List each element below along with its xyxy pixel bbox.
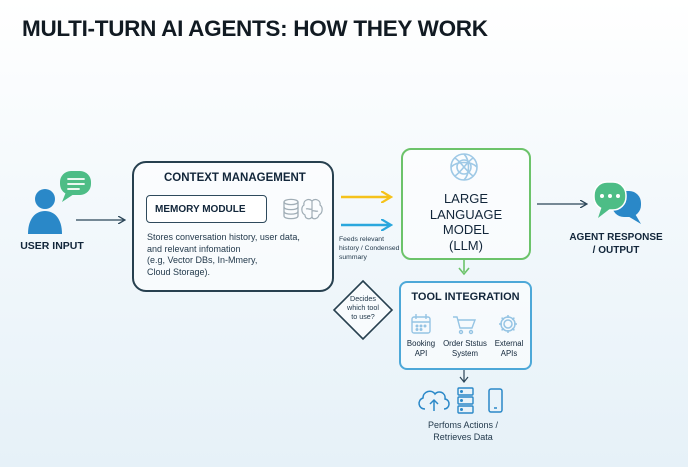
tool-label-order-status: Order Ststus System <box>443 339 487 358</box>
feed-note: Feeds relevant history / Condensed summa… <box>339 236 400 261</box>
context-management-box <box>132 161 334 292</box>
memory-module-box <box>146 195 267 223</box>
chat-bubble-icon <box>60 171 91 202</box>
agent-output-label: AGENT RESPONSE / OUTPUT <box>569 232 663 256</box>
context-management-title: CONTEXT MANAGEMENT <box>164 172 306 184</box>
decision-diamond <box>332 279 394 341</box>
tool-integration-title: TOOL INTEGRATION <box>411 291 520 303</box>
smartphone-icon <box>488 388 503 413</box>
arrow-llm-to-tools-head <box>458 267 470 276</box>
user-input-label: USER INPUT <box>20 240 84 252</box>
context-description: Stores conversation history, user data, … <box>147 232 300 277</box>
decision-text: Decides which tool to use? <box>347 294 379 321</box>
llm-label: LARGE LANGUAGE MODEL (LLM) <box>429 191 503 253</box>
memory-module-label: MEMORY MODULE <box>155 204 246 215</box>
tool-integration-box <box>399 281 532 370</box>
llm-box <box>401 148 531 260</box>
user-icon <box>28 189 62 234</box>
cloud-upload-icon <box>418 390 450 411</box>
page-title: MULTI-TURN AI AGENTS: HOW THEY WORK <box>22 16 488 41</box>
tool-label-external: External APIs <box>494 339 524 358</box>
tool-label-booking: Booking API <box>406 339 436 358</box>
agent-chat-bubbles-icon <box>593 181 641 224</box>
arrow-tools-to-actions-head <box>459 376 469 383</box>
actions-label: Perfoms Actions / Retrieves Data <box>427 420 499 442</box>
server-icon <box>457 387 474 414</box>
